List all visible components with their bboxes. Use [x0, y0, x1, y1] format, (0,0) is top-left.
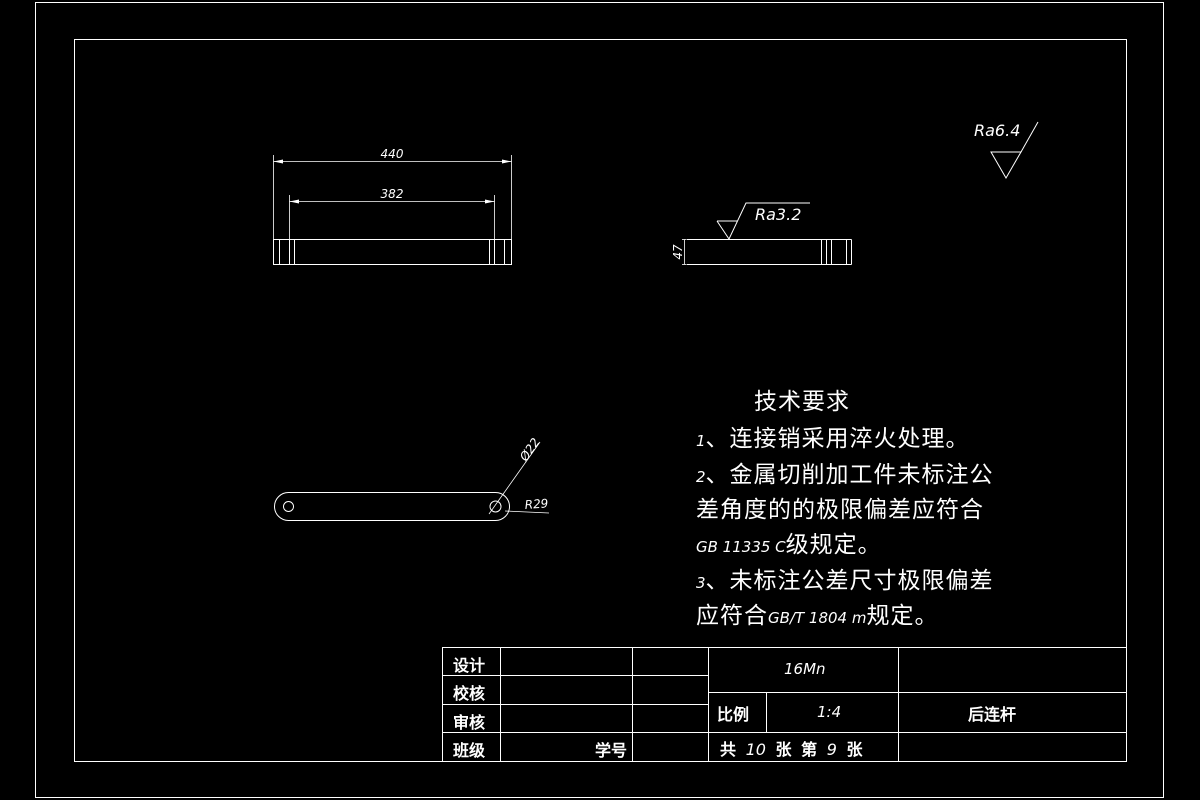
- dim-diameter-label: Ø22: [516, 435, 542, 464]
- item-1-number: 1: [696, 432, 706, 450]
- tech-req-item-2-line1: 2、金属切削加工件未标注公: [696, 455, 994, 489]
- item-2-number: 2: [696, 468, 706, 486]
- tb-material: 16Mn: [784, 660, 826, 678]
- item-2-text-1: 、金属切削加工件未标注公: [705, 462, 994, 488]
- item-3-standard: GB/T 1804 m: [768, 609, 867, 627]
- dim-382-label: 382: [381, 187, 404, 201]
- tb-sheets-total: 10: [745, 740, 766, 759]
- tb-scale-value: 1:4: [817, 703, 842, 721]
- item-2-standard: GB 11335 C: [696, 538, 786, 556]
- item-2-tail: 级规定。: [785, 532, 882, 558]
- tech-req-item-3-line1: 3、未标注公差尺寸极限偏差: [696, 561, 994, 595]
- dim-440-label: 440: [381, 147, 404, 161]
- front-view: 440 382: [273, 147, 512, 265]
- tb-student-id-label: 学号: [595, 741, 628, 760]
- roughness-local-label: Ra3.2: [755, 205, 801, 224]
- inner-frame: [74, 39, 1127, 762]
- item-3-tail: 规定。: [866, 603, 939, 629]
- tb-check-label: 校核: [453, 684, 486, 703]
- item-3-text-1: 、未标注公差尺寸极限偏差: [705, 568, 994, 594]
- tb-design-label: 设计: [453, 656, 486, 675]
- tech-req-item-2-line3: GB 11335 C级规定。: [696, 525, 882, 559]
- tb-sheet-no: 9: [826, 740, 837, 759]
- tech-req-item-1: 1、连接销采用淬火处理。: [696, 419, 970, 453]
- title-block: [442, 647, 1127, 762]
- item-1-text: 、连接销采用淬火处理。: [705, 426, 970, 452]
- roughness-general: Ra6.4: [974, 121, 1039, 180]
- tb-part-name: 后连杆: [968, 705, 1017, 724]
- tb-sheets: 共 10 张 第 9 张: [720, 736, 862, 760]
- item-3-number: 3: [696, 574, 706, 592]
- outer-frame: [35, 2, 1164, 798]
- tech-req-title: 技术要求: [754, 389, 850, 415]
- dim-radius-label: R29: [524, 496, 549, 512]
- tb-scale-label: 比例: [717, 705, 750, 724]
- tb-review-label: 审核: [453, 713, 486, 732]
- tb-sheets-suffix: 张: [846, 740, 863, 759]
- side-view: 47 Ra3.2: [671, 202, 852, 265]
- tech-req-item-3-line2: 应符合GB/T 1804 m规定。: [696, 596, 938, 630]
- tb-sheets-prefix: 共: [720, 740, 737, 759]
- tech-req-item-2-line2: 差角度的的极限偏差应符合: [696, 497, 984, 523]
- top-view: Ø22 R29: [274, 435, 550, 521]
- item-3-text-2: 应符合: [696, 603, 768, 629]
- tb-sheets-mid: 张 第: [775, 740, 818, 759]
- dim-47-label: 47: [671, 244, 685, 260]
- roughness-general-label: Ra6.4: [974, 121, 1020, 140]
- roughness-symbol-local: [716, 202, 810, 241]
- tb-class-label: 班级: [453, 741, 486, 760]
- hole-left: [283, 501, 294, 512]
- hole-right: [489, 500, 502, 513]
